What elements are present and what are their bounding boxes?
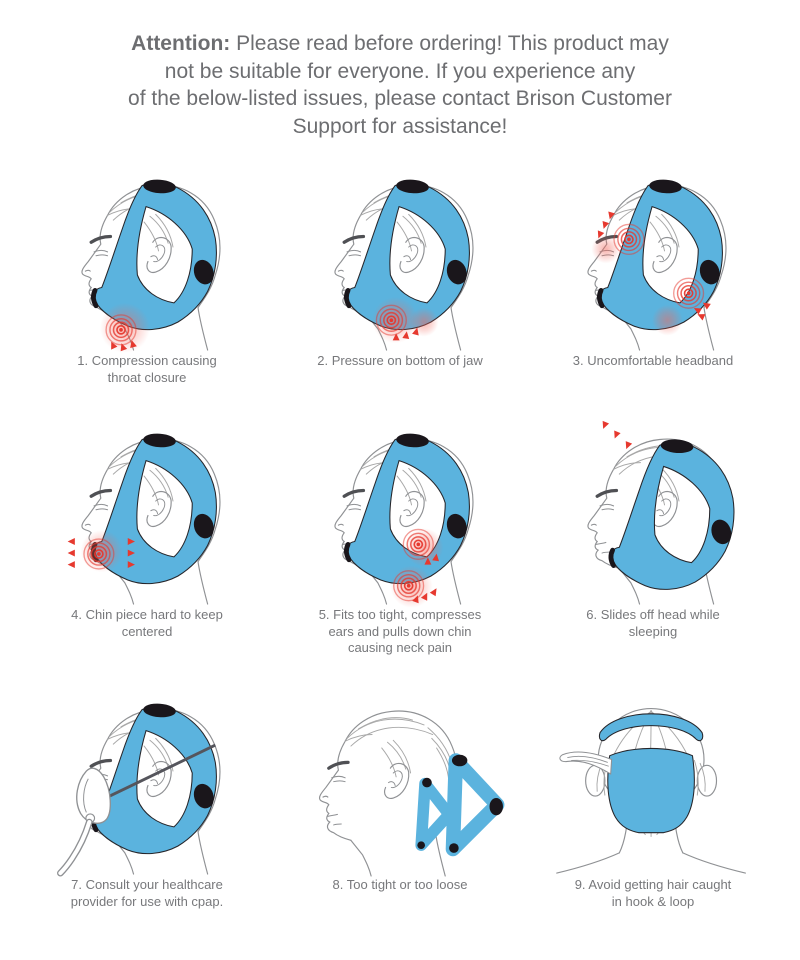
header-line-2: not be suitable for everyone. If you exp… (164, 59, 636, 83)
headband-pain-illustration (547, 147, 759, 351)
chin-centering-illustration (41, 401, 253, 605)
header-line-3: of the below-listed issues, please conta… (128, 87, 672, 111)
issue-caption-5: 5. Fits too tight, compresses ears and p… (318, 606, 482, 656)
attention-header: Attention: Please read before ordering! … (0, 0, 800, 141)
issue-caption-6: 6. Slides off head while sleeping (586, 606, 720, 639)
issue-caption-2: 2. Pressure on bottom of jaw (317, 352, 483, 368)
slides-off-illustration (547, 401, 759, 605)
issue-figure-4: 4. Chin piece hard to keep centered (21, 401, 274, 658)
issue-caption-9: 9. Avoid getting hair caught in hook & l… (574, 877, 732, 910)
issue-caption-1: 1. Compression causing throat closure (77, 352, 217, 385)
loose-straps-illustration (294, 671, 506, 877)
issue-caption-8: 8. Too tight or too loose (332, 877, 468, 893)
attention-label: Attention: (131, 32, 231, 55)
cpap-mask-illustration (41, 671, 253, 877)
issues-grid: 1. Compression causing throat closure (0, 147, 800, 911)
issue-figure-7: 7. Consult your healthcare provider for … (21, 671, 274, 911)
jaw-pain-illustration (294, 147, 506, 351)
issue-figure-9: 9. Avoid getting hair caught in hook & l… (527, 671, 780, 911)
throat-pain-illustration (41, 147, 253, 353)
tight-fit-illustration (294, 401, 506, 608)
hair-caught-illustration (547, 671, 759, 875)
issue-caption-4: 4. Chin piece hard to keep centered (71, 606, 223, 639)
issue-figure-1: 1. Compression causing throat closure (21, 147, 274, 387)
issue-figure-5: 5. Fits too tight, compresses ears and p… (274, 401, 527, 658)
header-line-1: Attention: Please read before ordering! … (131, 32, 669, 55)
issue-caption-7: 7. Consult your healthcare provider for … (70, 877, 224, 910)
issue-figure-3: 3. Uncomfortable headband (527, 147, 780, 387)
issue-figure-8: 8. Too tight or too loose (274, 671, 527, 911)
issue-figure-6: 6. Slides off head while sleeping (527, 401, 780, 658)
issue-caption-3: 3. Uncomfortable headband (572, 352, 734, 368)
issue-figure-2: 2. Pressure on bottom of jaw (274, 147, 527, 387)
header-line-4: Support for assistance! (292, 115, 508, 139)
